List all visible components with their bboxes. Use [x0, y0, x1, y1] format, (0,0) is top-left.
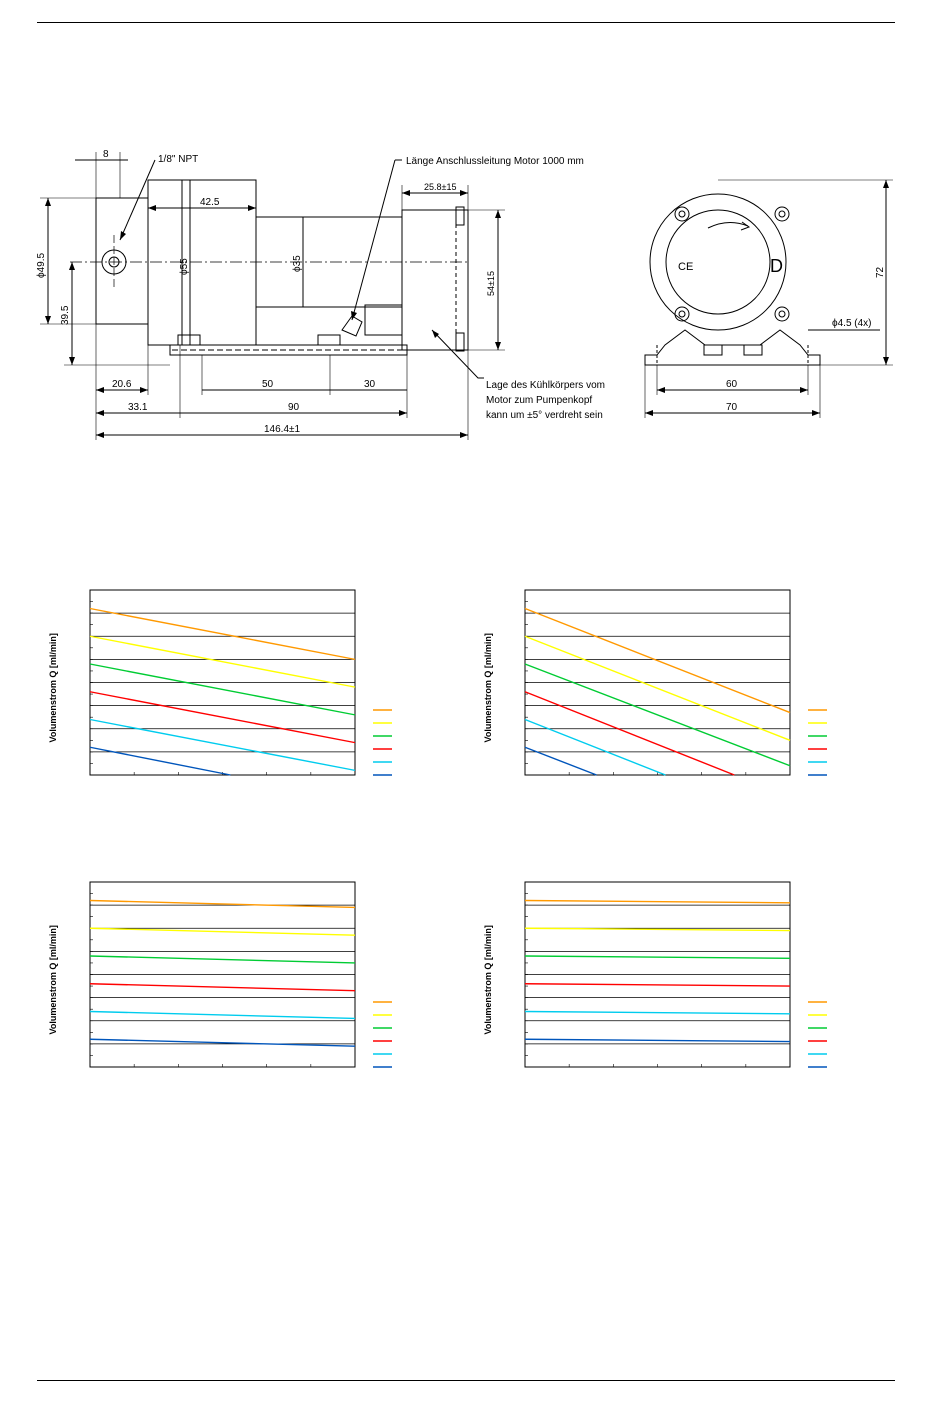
- series-line: [524, 635, 791, 741]
- dim-w425: 42.5: [200, 197, 220, 208]
- y-axis-label: Volumenstrom Q [ml/min]: [48, 633, 58, 742]
- series-line: [524, 983, 791, 987]
- dim-w331: 33.1: [128, 402, 148, 413]
- bottom-rule: [37, 1380, 895, 1381]
- heatsink: [401, 209, 469, 351]
- y-axis-label: Volumenstrom Q [ml/min]: [483, 925, 493, 1034]
- front-base: [644, 329, 821, 366]
- dim-w1464: 146.4±1: [264, 424, 301, 435]
- series-line: [89, 607, 356, 661]
- dim-h54: 54±15: [486, 271, 496, 296]
- npt-label: 1/8" NPT: [158, 154, 198, 165]
- d-mark: D: [770, 256, 783, 276]
- front-outer: [649, 193, 787, 331]
- series-line: [89, 899, 356, 909]
- dim-w90: 90: [288, 402, 300, 413]
- series-line: [89, 1010, 356, 1020]
- dim-w70: 70: [726, 402, 738, 413]
- pump-head: [95, 197, 149, 325]
- dim-w30: 30: [364, 379, 376, 390]
- series-line: [524, 718, 666, 776]
- chart-4: Volumenstrom Q [ml/min]: [483, 881, 827, 1068]
- series-line: [524, 691, 735, 776]
- series-line: [524, 955, 791, 960]
- dim-w50: 50: [262, 379, 274, 390]
- dim-h395: 39.5: [60, 305, 71, 325]
- series-line: [89, 691, 356, 744]
- front-inner: [665, 209, 771, 315]
- chart-1: Volumenstrom Q [ml/min]: [48, 589, 392, 776]
- dim-w206: 20.6: [112, 379, 132, 390]
- series-line: [89, 927, 356, 936]
- y-axis-label: Volumenstrom Q [ml/min]: [48, 925, 58, 1034]
- heatsink-note-3: kann um ±5° verdreht sein: [486, 410, 603, 421]
- dim-d55: ϕ55: [179, 258, 190, 275]
- technical-drawing: 8 1/8" NPT ϕ49.5 39.5 42.5 ϕ55 ϕ35 Länge…: [36, 149, 893, 440]
- heatsink-note-2: Motor zum Pumpenkopf: [486, 395, 592, 406]
- dim-d35: ϕ35: [292, 255, 303, 272]
- series-line: [89, 955, 356, 964]
- series-line: [89, 635, 356, 688]
- y-axis-label: Volumenstrom Q [ml/min]: [483, 633, 493, 742]
- series-line: [524, 663, 791, 767]
- dim-d495: ϕ49.5: [36, 252, 47, 278]
- dim-hole: ϕ4.5 (4x): [832, 318, 872, 329]
- top-rule: [37, 22, 895, 23]
- series-line: [89, 718, 356, 772]
- series-line: [524, 1010, 791, 1015]
- ce-mark: CE: [678, 261, 693, 273]
- heatsink-note-1: Lage des Kühlkörpers vom: [486, 380, 605, 391]
- dim-w60: 60: [726, 379, 738, 390]
- dim-w8: 8: [103, 149, 109, 160]
- series-line: [89, 983, 356, 992]
- series-line: [524, 899, 791, 904]
- chart-3: Volumenstrom Q [ml/min]: [48, 881, 392, 1068]
- series-line: [524, 746, 597, 776]
- series-line: [524, 607, 791, 714]
- series-line: [524, 1038, 791, 1043]
- series-line: [89, 663, 356, 716]
- series-line: [524, 927, 791, 932]
- series-line: [89, 1038, 356, 1047]
- cable-note: Länge Anschlussleitung Motor 1000 mm: [406, 156, 584, 167]
- chart-2: Volumenstrom Q [ml/min]: [483, 589, 827, 776]
- dim-w258: 25.8±15: [424, 182, 456, 192]
- series-line: [89, 746, 231, 776]
- dim-h72: 72: [875, 266, 886, 278]
